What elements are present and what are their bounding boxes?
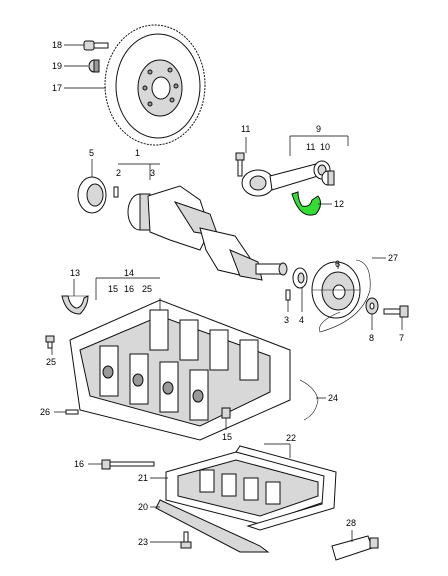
callout-9: 9 — [316, 124, 321, 134]
callout-7: 7 — [399, 333, 404, 343]
callout-14: 14 — [124, 268, 134, 278]
callout-11b: 11 — [306, 142, 315, 152]
stud-26 — [65, 409, 79, 415]
callout-1: 1 — [135, 148, 140, 158]
callout-15b: 15 — [222, 432, 232, 442]
pan-bolt — [180, 531, 192, 549]
pan-gasket — [235, 445, 337, 531]
plug-screw-25 — [45, 335, 55, 349]
callout-4: 4 — [299, 315, 304, 325]
crank-pin-3 — [285, 289, 291, 301]
oil-pan-frame — [165, 451, 331, 525]
callout-28: 28 — [346, 518, 356, 528]
callout-24: 24 — [328, 393, 338, 403]
washer — [365, 297, 379, 315]
dowel-pin — [113, 186, 119, 198]
callout-27: 27 — [388, 253, 398, 263]
callout-26: 26 — [40, 407, 50, 417]
callout-16b: 16 — [74, 459, 84, 469]
callout-3: 3 — [150, 168, 155, 178]
crankcase-block — [69, 299, 291, 441]
callout-16: 16 — [124, 284, 134, 294]
callout-3b: 3 — [284, 315, 289, 325]
callout-5: 5 — [89, 148, 94, 158]
callout-20: 20 — [138, 502, 148, 512]
connecting-rod — [241, 160, 331, 197]
callout-2: 2 — [116, 168, 121, 178]
block-bolt — [101, 459, 155, 470]
callout-15: 15 — [108, 284, 118, 294]
main-bearing-shells — [61, 295, 89, 315]
callout-13: 13 — [70, 268, 80, 278]
callout-25: 25 — [142, 284, 152, 294]
flywheel — [104, 24, 206, 146]
crankshaft — [127, 185, 288, 281]
retaining-clip — [299, 379, 319, 421]
small-end-bushing — [321, 170, 335, 186]
callout-23: 23 — [138, 537, 148, 547]
sealant-tube — [331, 535, 379, 561]
pulley-bolt — [383, 305, 409, 318]
callout-18: 18 — [52, 40, 62, 50]
front-seal — [77, 176, 107, 214]
callout-17: 17 — [52, 83, 62, 93]
intermediate-plate — [88, 59, 100, 73]
callout-19: 19 — [52, 61, 62, 71]
callout-8: 8 — [369, 333, 374, 343]
callout-6: 6 — [335, 259, 340, 269]
callout-22: 22 — [286, 433, 296, 443]
dowel-15 — [221, 407, 231, 419]
callout-11: 11 — [241, 124, 250, 134]
rod-bolt — [235, 152, 245, 177]
drive-belt — [319, 259, 371, 333]
callout-12: 12 — [334, 199, 344, 209]
crank-pulley — [311, 261, 361, 319]
callout-25b: 25 — [46, 357, 56, 367]
crank-seal-rear — [292, 267, 308, 289]
rod-bearing-shell-highlighted — [291, 191, 322, 216]
callout-10: 10 — [320, 142, 330, 152]
flywheel-bolt — [83, 40, 109, 51]
callout-21: 21 — [138, 473, 148, 483]
